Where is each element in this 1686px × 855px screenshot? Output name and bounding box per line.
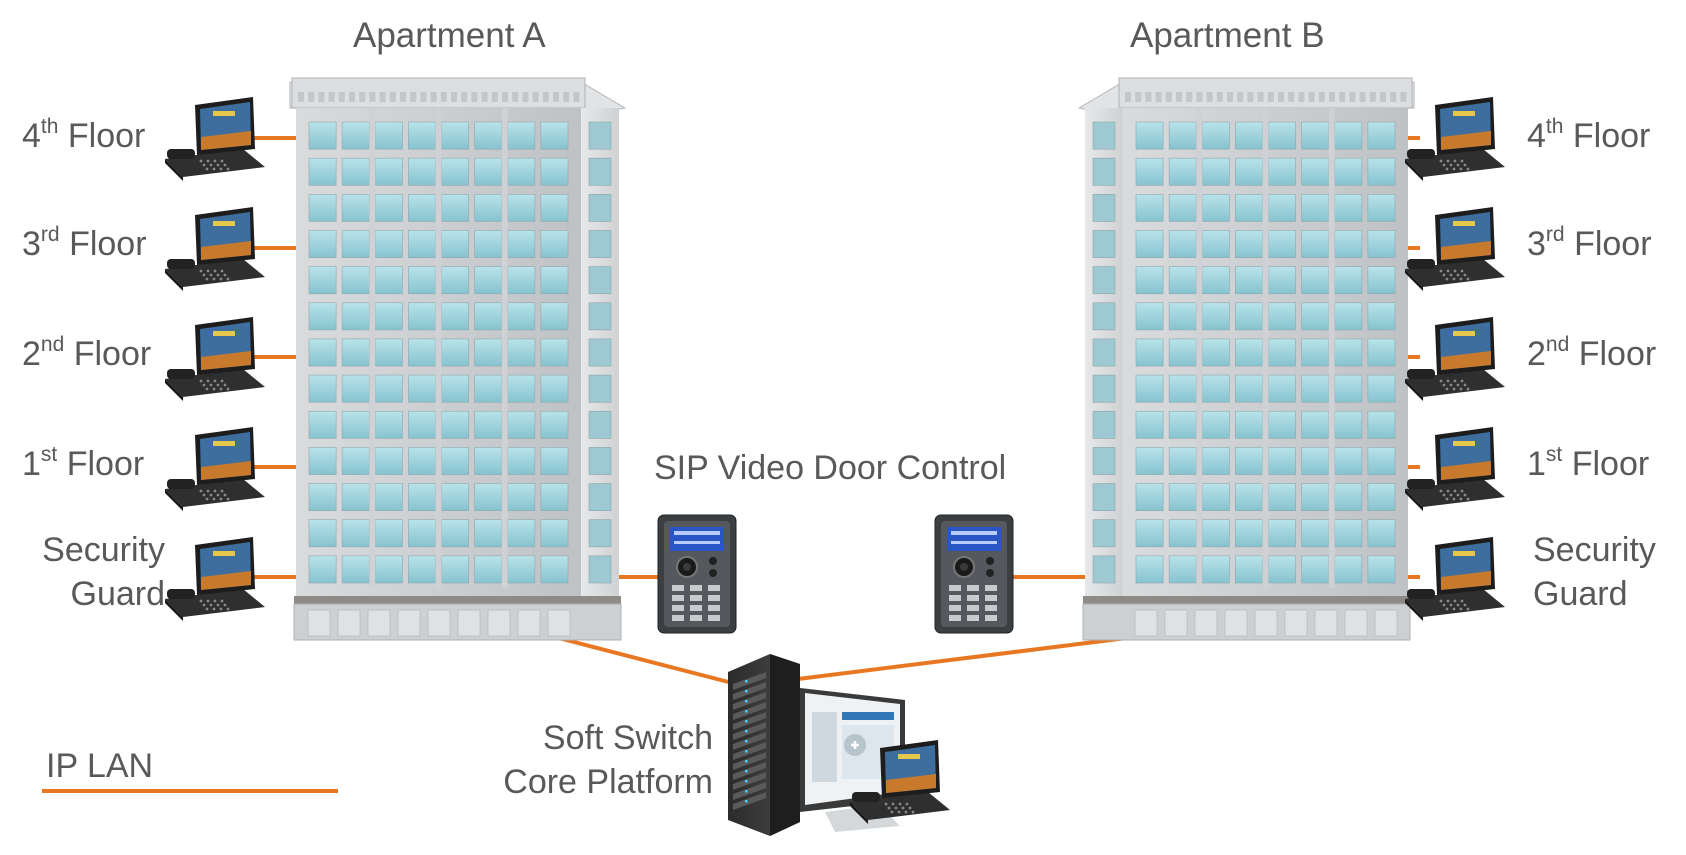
floor-number: 3 — [22, 225, 41, 263]
floor-label-right-2: 2nd Floor — [1527, 334, 1656, 374]
floor-label-right-3: 3rd Floor — [1527, 224, 1652, 264]
apartment-b-title: Apartment B — [1130, 16, 1325, 55]
door-control-unit-b — [934, 514, 1014, 634]
floor-number: 4 — [1527, 117, 1546, 155]
soft-switch-label-line1: Soft Switch — [542, 719, 713, 757]
ip-phones — [165, 97, 1505, 621]
floor-word: Floor — [69, 225, 147, 263]
server-icon — [728, 654, 800, 836]
ip-phone-icon-b-4 — [1405, 537, 1505, 621]
floor-label-left-4: 4th Floor — [22, 116, 145, 156]
security-guard-label-b-line2: Guard — [1533, 575, 1628, 613]
floor-number: 1 — [22, 445, 41, 483]
floor-suffix: th — [1545, 115, 1564, 138]
floor-suffix: st — [1545, 443, 1563, 466]
floor-suffix: nd — [40, 333, 65, 356]
floor-number: 2 — [22, 335, 41, 373]
ip-phone-icon-a-3 — [165, 427, 265, 511]
floor-number: 4 — [22, 117, 41, 155]
ip-phone-icon-a-0 — [165, 97, 265, 181]
building-apartment-b — [1077, 77, 1415, 641]
floor-word: Floor — [66, 445, 145, 483]
floor-suffix: st — [40, 443, 58, 466]
ip-phone-icon-a-1 — [165, 207, 265, 291]
floor-word: Floor — [67, 117, 146, 155]
ip-phone-icon-a-2 — [165, 317, 265, 401]
apartment-a-title: Apartment A — [353, 16, 546, 55]
floor-number: 3 — [1527, 225, 1546, 263]
door-control-label: SIP Video Door Control — [654, 449, 1007, 487]
floor-suffix: rd — [40, 223, 60, 246]
ip-phone-icon-b-0 — [1405, 97, 1505, 181]
legend-label: IP LAN — [46, 747, 154, 785]
floor-suffix: rd — [1545, 223, 1565, 246]
floor-word: Floor — [1574, 225, 1652, 263]
floor-label-right-4: 4th Floor — [1527, 116, 1650, 156]
floor-word: Floor — [1571, 445, 1650, 483]
ip-phone-icon-b-2 — [1405, 317, 1505, 401]
door-control-unit-a — [657, 514, 737, 634]
floor-suffix: th — [40, 115, 59, 138]
floor-number: 2 — [1527, 335, 1546, 373]
floor-number: 1 — [1527, 445, 1546, 483]
soft-switch-label: Soft Switch Core Platform — [470, 718, 713, 802]
security-guard-label-a-line2: Guard — [70, 575, 166, 613]
ip-phone-icon-core — [850, 740, 950, 824]
floor-label-left-1: 1st Floor — [22, 444, 144, 484]
ip-phone-icon-b-1 — [1405, 207, 1505, 291]
floor-label-left-2: 2nd Floor — [22, 334, 151, 374]
floor-word: Floor — [1572, 117, 1651, 155]
soft-switch-core-platform — [728, 654, 950, 836]
floor-label-left-3: 3rd Floor — [22, 224, 147, 264]
floor-word: Floor — [73, 335, 152, 373]
ip-phone-icon-a-4 — [165, 537, 265, 621]
floor-suffix: nd — [1545, 333, 1570, 356]
soft-switch-label-line2: Core Platform — [503, 763, 713, 801]
floor-label-right-1: 1st Floor — [1527, 444, 1649, 484]
security-guard-label-a-line1: Security — [42, 531, 165, 569]
ip-phone-icon-b-3 — [1405, 427, 1505, 511]
building-apartment-a — [289, 77, 627, 641]
security-guard-label-b-line1: Security — [1533, 531, 1656, 569]
floor-word: Floor — [1578, 335, 1657, 373]
security-guard-label-a: Security Guard — [20, 530, 165, 614]
security-guard-label-b: Security Guard — [1533, 530, 1656, 614]
